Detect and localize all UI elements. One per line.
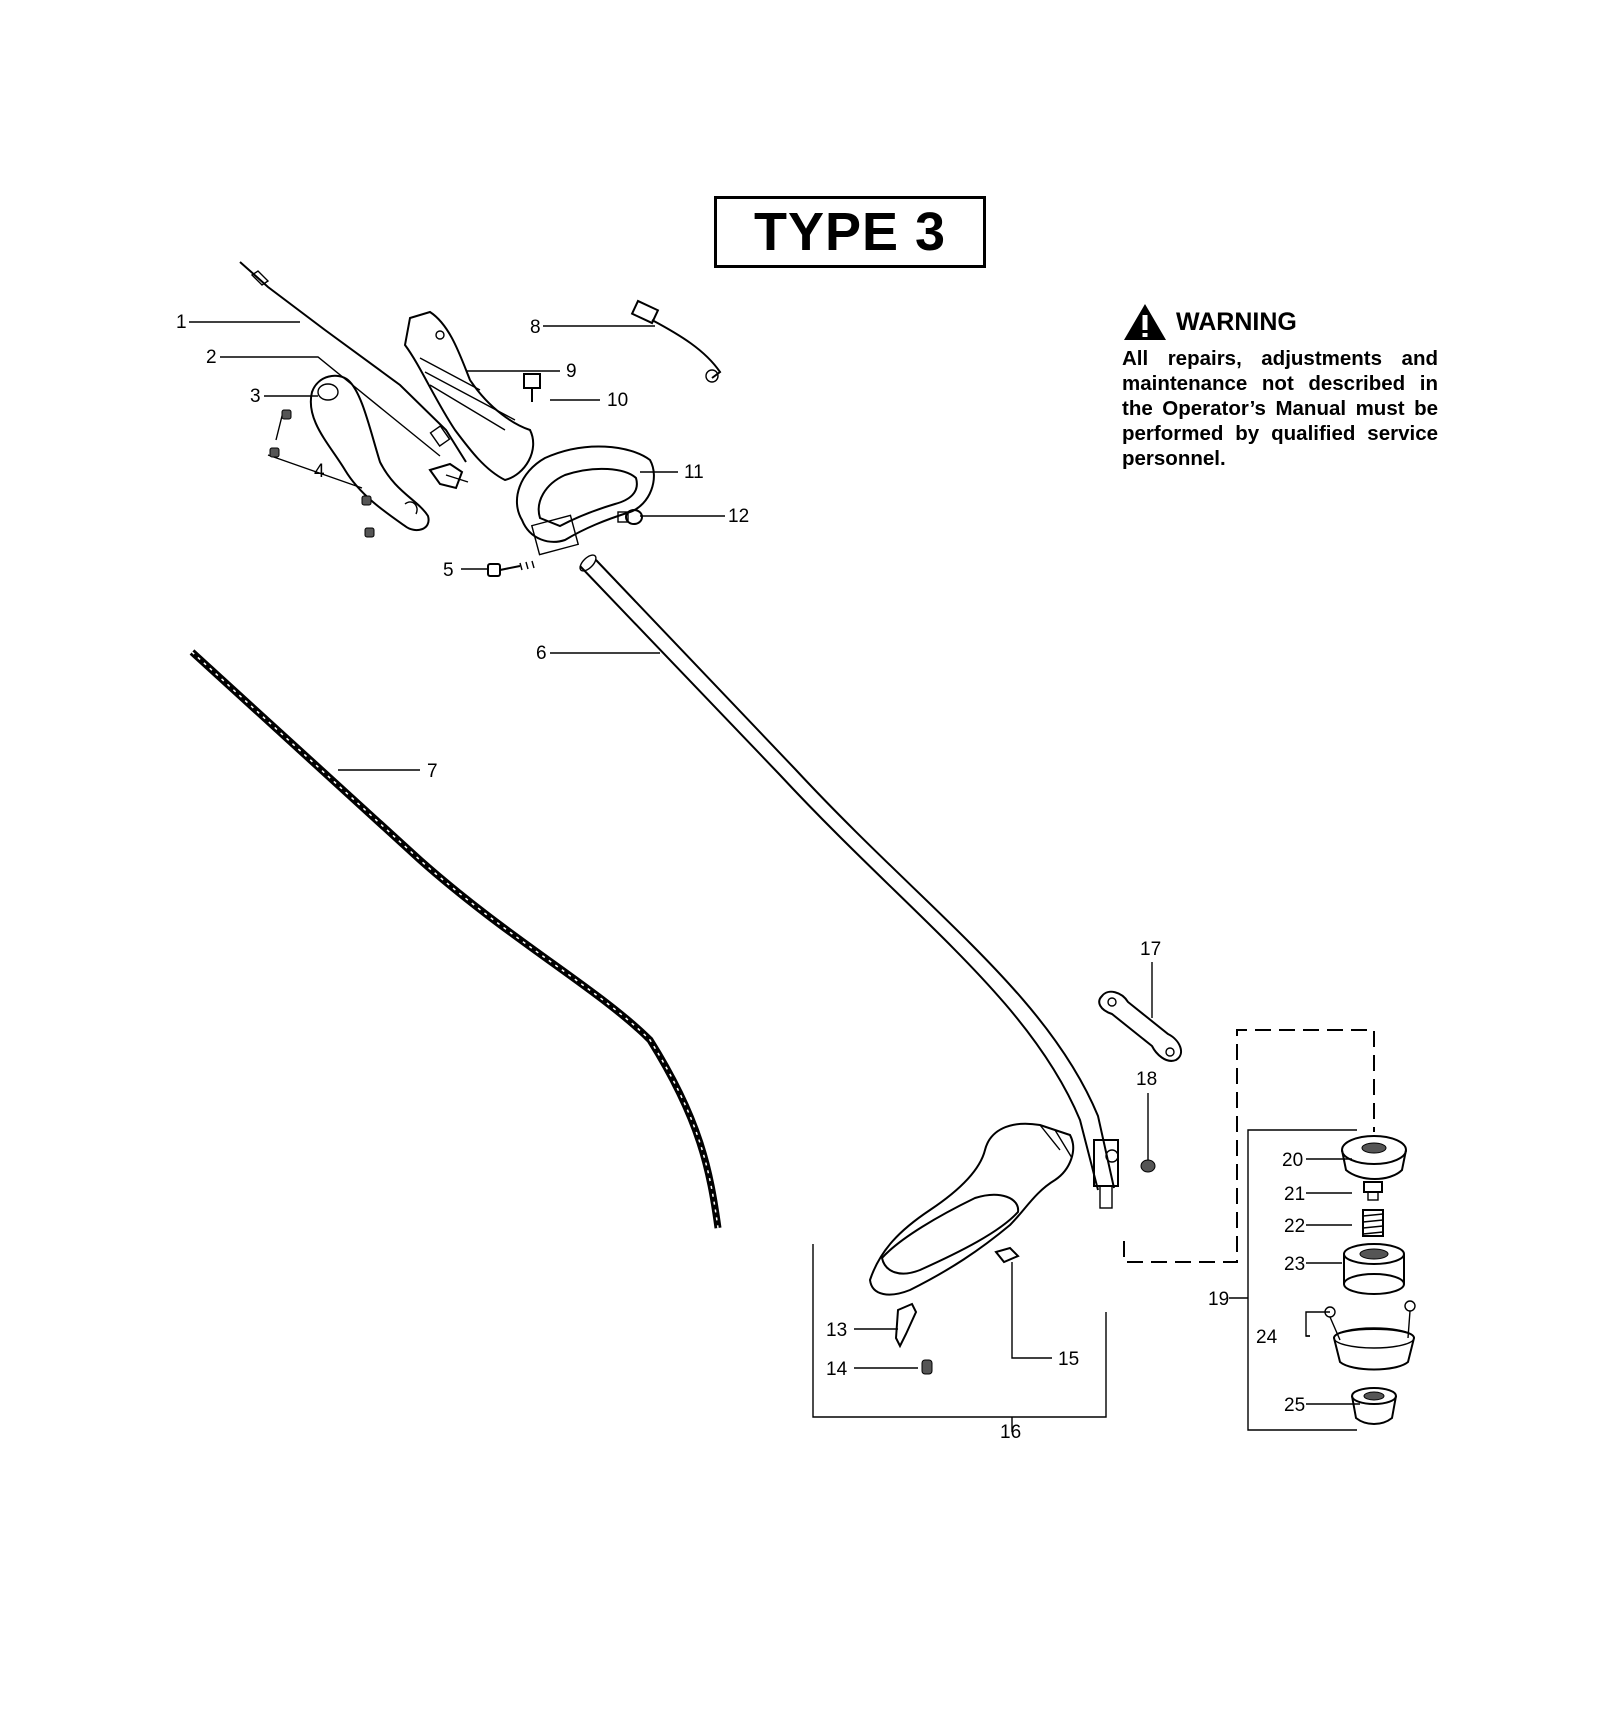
callout-1: 1 [176,312,187,333]
callout-23: 23 [1284,1254,1305,1275]
part-handle-housing [309,374,430,532]
part-line-cutter [894,1302,918,1349]
part-loop-handle [515,445,655,556]
callout-25: 25 [1284,1395,1305,1416]
callout-22: 22 [1284,1216,1305,1237]
part-drive-cable [189,649,722,1229]
callout-19: 19 [1208,1289,1229,1310]
callout-labels: 1 2 3 4 5 6 7 8 9 10 11 12 13 14 15 16 1… [176,312,1305,1443]
warning-heading: WARNING [1176,307,1297,336]
callout-11: 11 [684,462,704,483]
part-spring [1362,1209,1384,1237]
part-spool [1343,1243,1405,1295]
callout-8: 8 [530,317,541,338]
warning-text: All repairs, adjustments and maintenance… [1122,347,1438,470]
assembly-dashed-line [1123,1029,1375,1263]
part-stop-switch [523,373,541,402]
callout-14: 14 [826,1359,848,1380]
warning-block: WARNING All repairs, adjustments and mai… [1122,302,1438,471]
callout-9: 9 [566,361,577,382]
part-shaft-tube [579,554,1119,1209]
part-spool-cover [1324,1300,1416,1371]
callout-10: 10 [607,390,628,411]
callout-4: 4 [314,461,325,482]
callout-21: 21 [1284,1184,1305,1205]
callout-13: 13 [826,1320,847,1341]
part-throttle-cable [239,261,467,463]
part-trimmer-shield [868,1122,1075,1296]
callout-7: 7 [427,761,438,782]
callout-5: 5 [443,560,454,581]
callout-12: 12 [728,506,749,527]
part-spool-bolt [1363,1181,1383,1201]
part-clip-15 [994,1246,1020,1264]
callout-3: 3 [250,386,261,407]
warning-header: WARNING [1122,302,1438,342]
part-spool-housing [1341,1135,1407,1180]
callout-17: 17 [1140,939,1161,960]
callout-18: 18 [1136,1069,1157,1090]
part-bolt [487,560,535,577]
leader-lines [189,321,1360,1432]
part-throttle-trigger [428,462,469,490]
callout-20: 20 [1282,1150,1303,1171]
part-screw-14 [921,1359,933,1375]
warning-triangle-icon [1124,304,1166,340]
part-screws [269,409,375,538]
part-wrench [1098,990,1183,1062]
callout-15: 15 [1058,1349,1079,1370]
diagram-title-box: TYPE 3 [714,196,986,268]
diagram-title: TYPE 3 [753,202,947,262]
part-ground-wire [630,299,722,383]
part-handle-housing-right [403,310,535,482]
part-nut [1140,1159,1156,1173]
part-knob [617,509,643,525]
callout-2: 2 [206,347,217,368]
callout-16: 16 [1000,1422,1021,1443]
callout-24: 24 [1256,1327,1278,1348]
part-bump-knob [1351,1387,1397,1425]
callout-6: 6 [536,643,547,664]
